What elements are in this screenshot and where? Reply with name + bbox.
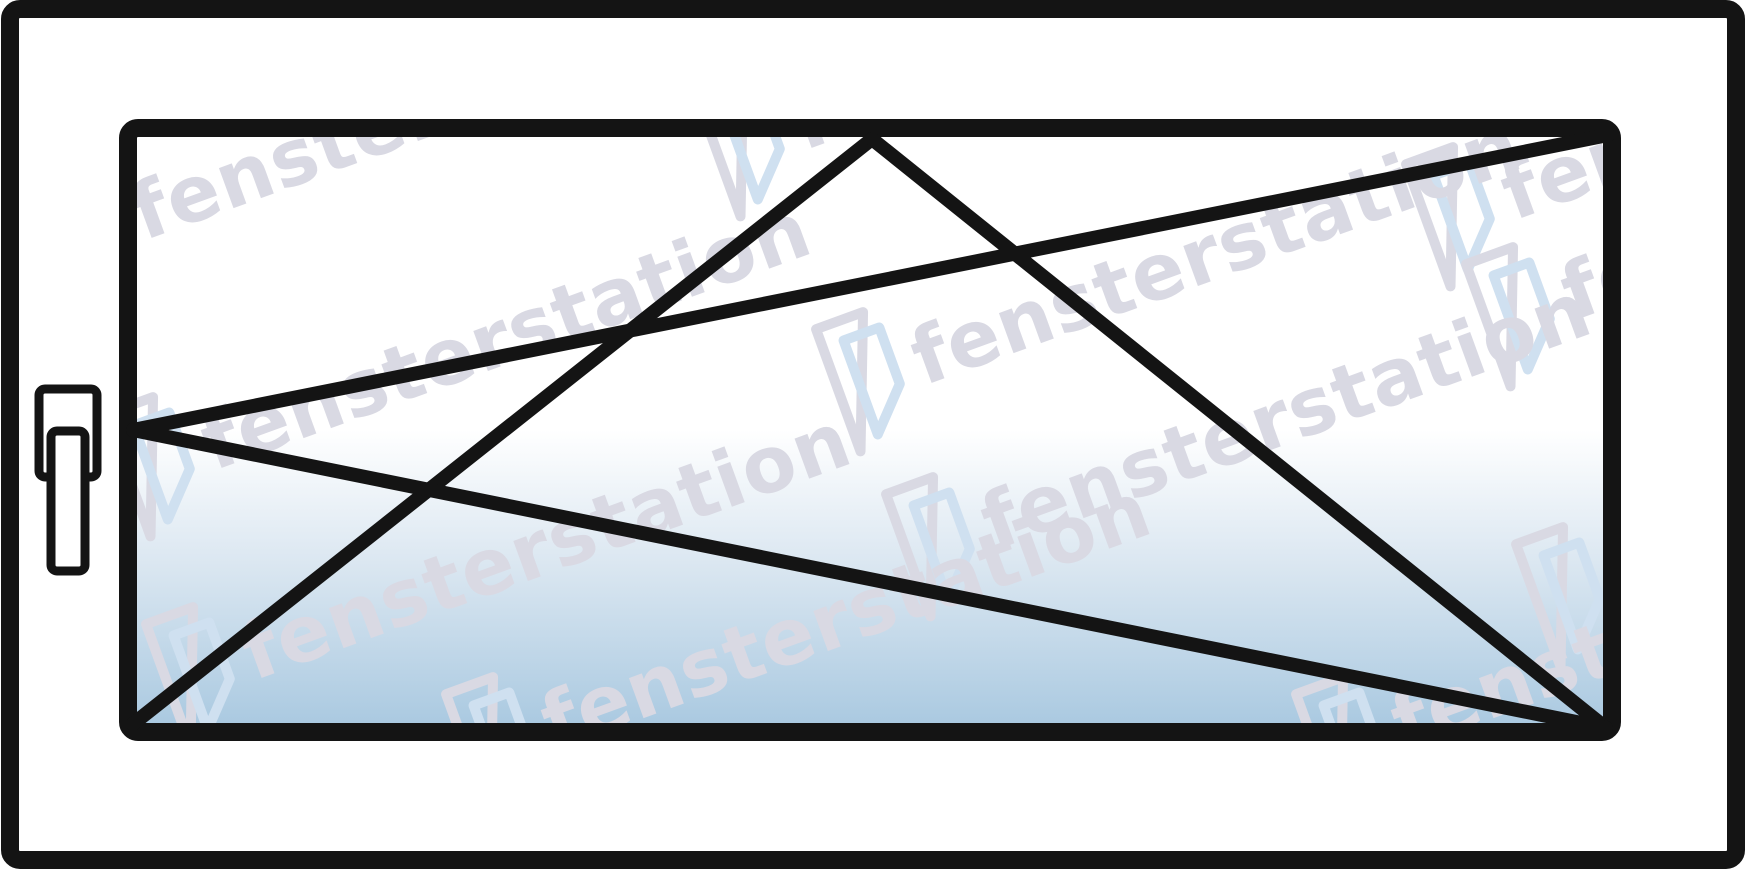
window-handle-icon [34,384,102,576]
opening-lines [126,128,1615,735]
watermark-logo-accent-icon [130,407,195,525]
handle-lever [46,426,90,576]
tilt-line-left [126,132,879,731]
watermark-logo-accent-icon [1538,537,1605,655]
watermark-logo-accent-icon [168,617,235,730]
watermark-logo-icon [1291,672,1349,730]
watermark-logo-accent-icon [908,487,975,605]
watermark-logo-icon [441,672,499,730]
watermark-logo-accent-icon [1488,257,1555,375]
tilt-line-right [865,132,1613,735]
watermark-logo-accent-icon [718,130,785,205]
turn-line-bottom [126,423,1613,735]
watermark-logo-accent-icon [838,322,905,440]
glass-pane [128,128,1612,732]
watermark-logo-accent-icon [468,687,535,730]
watermark-logo-accent-icon [1318,687,1385,730]
turn-line-top [126,128,1615,437]
